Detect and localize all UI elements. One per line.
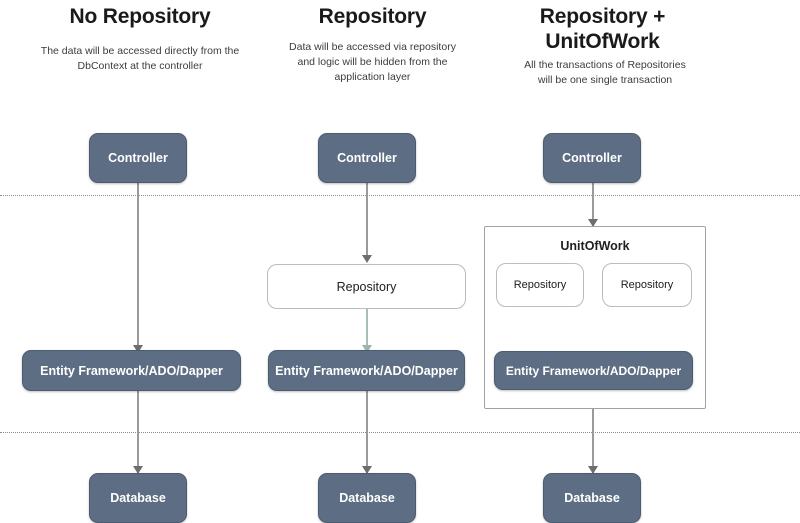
divider-data-layer (0, 432, 800, 433)
connector-col1-ef-to-database (137, 390, 139, 474)
connector-col2-repository-to-ef (366, 308, 368, 352)
connector-col2-ef-to-database (366, 390, 368, 474)
node-label: Entity Framework/ADO/Dapper (505, 363, 682, 378)
connector-col3-controller-to-unitofwork (592, 182, 594, 226)
divider-presentation-layer (0, 195, 800, 196)
node-label: Repository (513, 279, 567, 291)
column-title-repository: Repository (318, 5, 427, 28)
node-label: Database (339, 491, 395, 505)
node-label: Controller (337, 151, 397, 165)
arrowhead-col3-database (588, 466, 598, 474)
arrowhead-col2-repository (362, 255, 372, 263)
arrowhead-col2-database (362, 466, 372, 474)
connector-col2-controller-to-repository (366, 182, 368, 260)
node-label: Entity Framework/ADO/Dapper (40, 363, 223, 378)
connector-col1-controller-to-ef (137, 182, 139, 352)
node-col3-database[interactable]: Database (543, 473, 641, 523)
node-label: Entity Framework/ADO/Dapper (275, 363, 458, 378)
node-col1-controller[interactable]: Controller (89, 133, 187, 183)
column-description-repository-unitofwork: All the transactions of Repositories wil… (524, 59, 686, 86)
arrowhead-col3-unitofwork (588, 219, 598, 227)
column-description-no-repository: The data will be accessed directly from … (40, 45, 240, 72)
node-col3-entity-framework[interactable]: Entity Framework/ADO/Dapper (494, 351, 693, 390)
node-label: Repository (620, 279, 674, 291)
node-col2-database[interactable]: Database (318, 473, 416, 523)
node-col3-controller[interactable]: Controller (543, 133, 641, 183)
node-col2-entity-framework[interactable]: Entity Framework/ADO/Dapper (268, 350, 465, 391)
arrowhead-col2-ef (362, 345, 372, 353)
column-title-repository-unitofwork: Repository + UnitOfWork (539, 5, 666, 53)
node-label: Controller (562, 151, 622, 165)
node-label: Controller (108, 151, 168, 165)
node-col2-repository[interactable]: Repository (267, 264, 466, 309)
unitofwork-label: UnitOfWork (560, 239, 630, 253)
connector-col3-unitofwork-to-database (592, 409, 594, 474)
column-title-no-repository: No Repository (69, 5, 211, 28)
node-label: Database (110, 491, 166, 505)
node-col1-database[interactable]: Database (89, 473, 187, 523)
arrowhead-col1-ef (133, 345, 143, 353)
node-label: Repository (336, 279, 397, 294)
column-description-repository: Data will be accessed via repository and… (289, 41, 456, 83)
node-col2-controller[interactable]: Controller (318, 133, 416, 183)
node-col3-repository-2[interactable]: Repository (602, 263, 692, 307)
node-label: Database (564, 491, 620, 505)
node-col3-repository-1[interactable]: Repository (496, 263, 584, 307)
node-col1-entity-framework[interactable]: Entity Framework/ADO/Dapper (22, 350, 241, 391)
arrowhead-col1-database (133, 466, 143, 474)
